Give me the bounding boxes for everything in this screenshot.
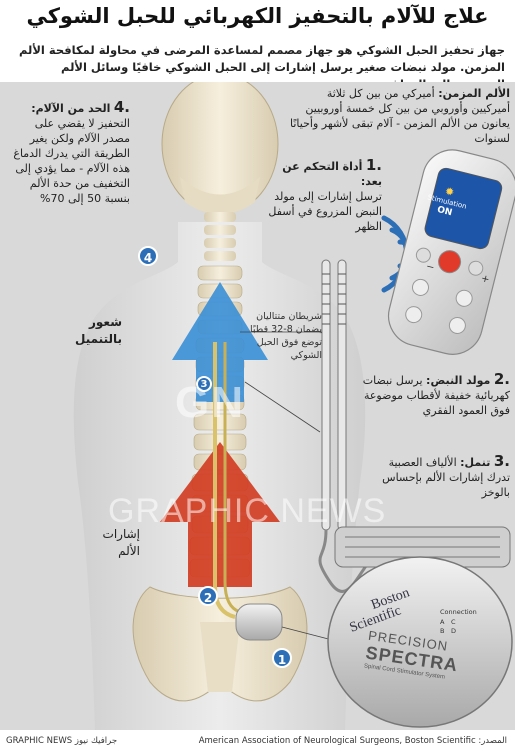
leads-note: شريطان متتاليان يضمان 8-32 قطبًا توضع فو… <box>250 311 322 361</box>
step-2-text: يرسل نبضات كهربائية خفيفة لأقطاب موضوعة … <box>362 374 510 417</box>
step-3-heading: تنمل: <box>460 456 491 469</box>
cervical-vertebrae <box>204 212 236 261</box>
step-3-number: .3 <box>493 452 510 470</box>
marker-1: 1 <box>272 648 292 668</box>
tingling-arrow <box>172 282 268 402</box>
chronic-heading: الألم المزمن: <box>438 87 510 100</box>
lead-wire-left <box>213 342 236 619</box>
device-connection: Connection A C B D <box>440 608 477 635</box>
step-3-text: الألياف العصبية تدرك إشارات الألم بإحساس… <box>382 456 510 499</box>
step-1-number: .1 <box>365 156 382 174</box>
step-2-heading: مولد النبض: <box>426 374 491 387</box>
step-4-heading: الحد من الآلام: <box>31 102 111 115</box>
marker-3: 3 <box>196 376 212 392</box>
port-a: A <box>440 618 445 626</box>
step-4-text: التحفيز لا يقضي على مصدر الآلام ولكن يغي… <box>13 117 130 205</box>
pulse-generator-device <box>327 526 513 728</box>
port-c: C <box>451 618 456 626</box>
anatomy-illustration <box>73 82 515 730</box>
chronic-text: أميركي من بين كل ثلاثة أميركيين وأوروبي … <box>290 87 510 145</box>
step-3-block: .3 تنمل: الألياف العصبية تدرك إشارات الأ… <box>362 454 510 500</box>
watermark-text: GRAPHIC NEWS <box>108 492 387 530</box>
tingling-label: شعور بالتنميل <box>75 315 122 346</box>
pain-arrow <box>160 442 280 587</box>
footer: جرافيك نيوز GRAPHIC NEWS المصدر: America… <box>0 732 515 751</box>
step-4-number: .4 <box>113 98 130 116</box>
step-1-block: .1 أداة التحكم عن بعد: ترسل إشارات إلى م… <box>262 158 382 234</box>
step-1-heading: أداة التحكم عن بعد: <box>282 160 382 188</box>
watermark-logo: GN <box>175 378 245 427</box>
skull <box>161 82 279 215</box>
implanted-generator <box>235 603 283 641</box>
footer-credit: جرافيك نيوز GRAPHIC NEWS <box>6 736 118 746</box>
step-4-block: .4 الحد من الآلام: التحفيز لا يقضي على م… <box>10 100 130 206</box>
footer-source: المصدر: American Association of Neurolog… <box>198 736 507 746</box>
marker-4: 4 <box>138 246 158 266</box>
lead-wire-right <box>223 342 241 614</box>
remote-control <box>387 149 515 355</box>
pain-signals-label: إشارات الألم <box>102 527 140 558</box>
chronic-pain-block: الألم المزمن: أميركي من بين كل ثلاثة أمي… <box>290 86 510 146</box>
step-1-text: ترسل إشارات إلى مولد النبض المزروع في أس… <box>268 190 382 233</box>
page-title: علاج للآلام بالتحفيز الكهربائي للحبل الش… <box>26 4 489 28</box>
step-2-number: .2 <box>493 370 510 388</box>
port-b: B <box>440 627 445 635</box>
electrode-strips <box>318 259 381 593</box>
port-d: D <box>451 627 457 635</box>
connection-label: Connection <box>440 608 477 616</box>
illustration-panel: ✹ Stimulation ON − + Boston Scientific C… <box>0 82 515 730</box>
step-2-block: .2 مولد النبض: يرسل نبضات كهربائية خفيفة… <box>360 372 510 418</box>
marker-2: 2 <box>198 586 218 606</box>
